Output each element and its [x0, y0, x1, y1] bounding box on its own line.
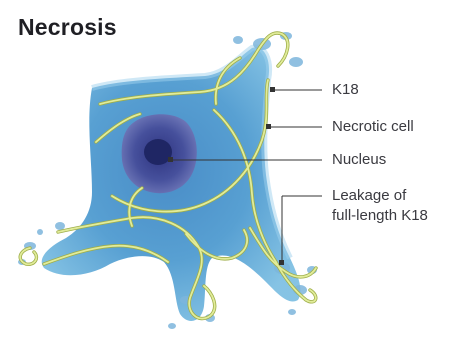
label-nucleus: Nucleus [332, 150, 386, 170]
label-leakage-line1: Leakage of [332, 186, 428, 206]
label-necrotic-cell-text: Necrotic cell [332, 117, 414, 137]
label-leakage: Leakage of full-length K18 [332, 186, 428, 226]
label-leakage-line2: full-length K18 [332, 206, 428, 226]
label-nucleus-text: Nucleus [332, 150, 386, 170]
nucleolus [144, 139, 172, 165]
label-necrotic-cell: Necrotic cell [332, 117, 414, 137]
diagram-title: Necrosis [18, 14, 117, 41]
label-k18: K18 [332, 80, 359, 100]
label-k18-text: K18 [332, 80, 359, 100]
